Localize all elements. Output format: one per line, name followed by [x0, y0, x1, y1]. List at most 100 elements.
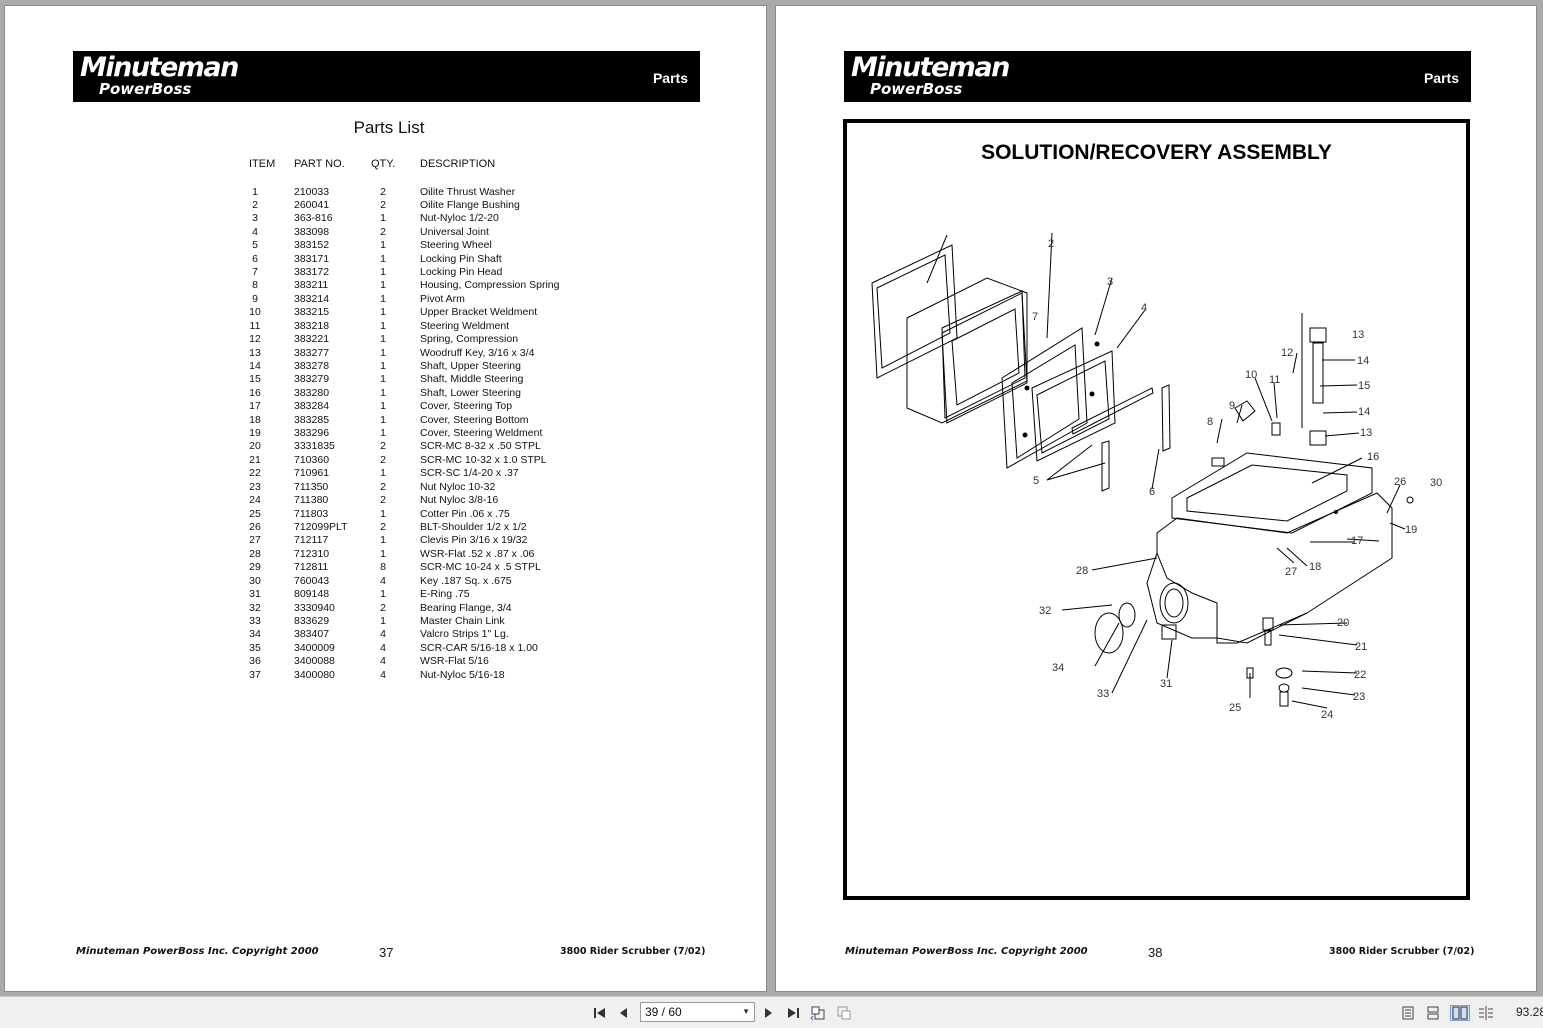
callout-label: 7: [1032, 311, 1038, 323]
quantity: 2: [380, 440, 386, 453]
item-number: 8: [252, 279, 258, 292]
part-number: 809148: [294, 588, 330, 601]
part-number: 383171: [294, 252, 330, 265]
item-number: 2: [252, 198, 258, 211]
next-page-button[interactable]: [760, 1005, 776, 1021]
quantity: 1: [380, 400, 386, 413]
continuous-facing-icon: [1479, 1006, 1493, 1020]
item-number: 28: [249, 547, 261, 560]
quantity: 1: [380, 239, 386, 252]
part-number: 3400009: [294, 641, 335, 654]
description: SCR-MC 10-24 x .5 STPL: [420, 561, 541, 574]
item-number: 19: [249, 427, 261, 440]
zoom-level[interactable]: 93.28: [1516, 1005, 1543, 1019]
part-number: 760043: [294, 574, 330, 587]
quantity: 1: [380, 413, 386, 426]
diagram-title: SOLUTION/RECOVERY ASSEMBLY: [981, 141, 1332, 164]
quantity: 1: [380, 306, 386, 319]
callout-label: 10: [1245, 369, 1257, 381]
quantity: 2: [380, 225, 386, 238]
footer-model: 3800 Rider Scrubber (7/02): [1329, 946, 1475, 957]
quantity: 2: [380, 601, 386, 614]
callout-label: 30: [1430, 477, 1442, 489]
go-forward-view-button[interactable]: [836, 1005, 852, 1021]
header-section-label: Parts: [1423, 70, 1459, 86]
quantity: 1: [380, 319, 386, 332]
quantity: 1: [380, 534, 386, 547]
page-selector[interactable]: 39 / 60 ▼: [640, 1002, 755, 1022]
part-number: 710961: [294, 467, 330, 480]
part-number: 363-816: [294, 212, 333, 225]
part-number: 712117: [294, 534, 329, 547]
go-back-view-button[interactable]: [810, 1005, 826, 1021]
part-number: 3330940: [294, 601, 335, 614]
quantity: 1: [380, 292, 386, 305]
previous-page-icon: [620, 1008, 627, 1018]
callout-label: 17: [1351, 535, 1363, 547]
item-number: 20: [249, 440, 261, 453]
first-page-button[interactable]: [592, 1005, 608, 1021]
brand-logo-bottom: PowerBoss: [870, 80, 963, 98]
quantity: 2: [380, 185, 386, 198]
part-number: 3331835: [294, 440, 335, 453]
item-number: 26: [249, 521, 261, 533]
item-number: 21: [249, 453, 261, 466]
callout-label: 5: [1033, 475, 1039, 487]
callout-label: 32: [1039, 605, 1051, 617]
description: Spring, Compression: [420, 333, 519, 346]
item-number: 13: [249, 346, 261, 359]
callout-label: 9: [1229, 400, 1235, 412]
quantity: 8: [380, 561, 386, 574]
description: E-Ring .75: [420, 588, 470, 601]
description: SCR-SC 1/4-20 x .37: [420, 467, 519, 480]
item-number: 25: [249, 507, 261, 520]
part-number: 711803: [294, 507, 329, 520]
footer-copyright: Minuteman PowerBoss Inc. Copyright 2000: [845, 946, 1088, 957]
recovery-tank-drawing: [1171, 452, 1373, 534]
part-number: 833629: [294, 614, 330, 627]
continuous-facing-view-button[interactable]: [1478, 1005, 1494, 1021]
part-number: 710360: [294, 453, 330, 466]
quantity: 1: [380, 346, 386, 359]
quantity: 4: [380, 668, 386, 681]
column-header-item: ITEM: [249, 158, 276, 170]
callout-label: 31: [1160, 678, 1172, 690]
part-number: 712811: [294, 561, 329, 574]
callout-label: 2: [1048, 238, 1054, 250]
last-page-button[interactable]: [785, 1005, 801, 1021]
seal-gasket-drawing: [1001, 327, 1088, 469]
item-number: 35: [249, 641, 261, 654]
description: Oilite Flange Bushing: [420, 198, 520, 211]
item-number: 14: [249, 359, 261, 372]
part-number: 711350: [294, 480, 329, 493]
part-number: 383215: [294, 306, 330, 319]
quantity: 1: [380, 373, 386, 386]
item-number: 16: [249, 386, 261, 399]
part-number: 383285: [294, 413, 330, 426]
quantity: 1: [380, 547, 386, 560]
item-number: 36: [249, 655, 261, 668]
left-page: Minuteman PowerBoss Parts Parts List ITE…: [4, 5, 767, 992]
item-number: 5: [252, 239, 258, 252]
callout-label: 24: [1321, 709, 1333, 721]
description: Upper Bracket Weldment: [420, 306, 538, 319]
description: Cotter Pin .06 x .75: [420, 507, 510, 520]
description: Nut-Nyloc 5/16-18: [420, 668, 505, 681]
page-header: Minuteman PowerBoss Parts: [73, 51, 700, 102]
continuous-view-button[interactable]: [1425, 1005, 1441, 1021]
quantity: 1: [380, 266, 386, 279]
previous-page-button[interactable]: [616, 1005, 632, 1021]
item-number: 29: [249, 561, 261, 574]
description: Nut Nyloc 10-32: [420, 480, 496, 493]
item-number: 33: [249, 614, 261, 627]
description: Woodruff Key, 3/16 x 3/4: [420, 346, 535, 359]
description: Valcro Strips 1" Lg.: [420, 628, 509, 641]
single-page-view-button[interactable]: [1400, 1005, 1416, 1021]
item-number: 9: [252, 292, 258, 305]
item-number: 3: [252, 212, 258, 225]
quantity: 1: [380, 333, 386, 346]
callout-label: 22: [1354, 669, 1366, 681]
description: Nut-Nyloc 1/2-20: [420, 212, 499, 225]
facing-pages-view-button[interactable]: [1450, 1005, 1470, 1021]
header-section-label: Parts: [652, 70, 688, 86]
